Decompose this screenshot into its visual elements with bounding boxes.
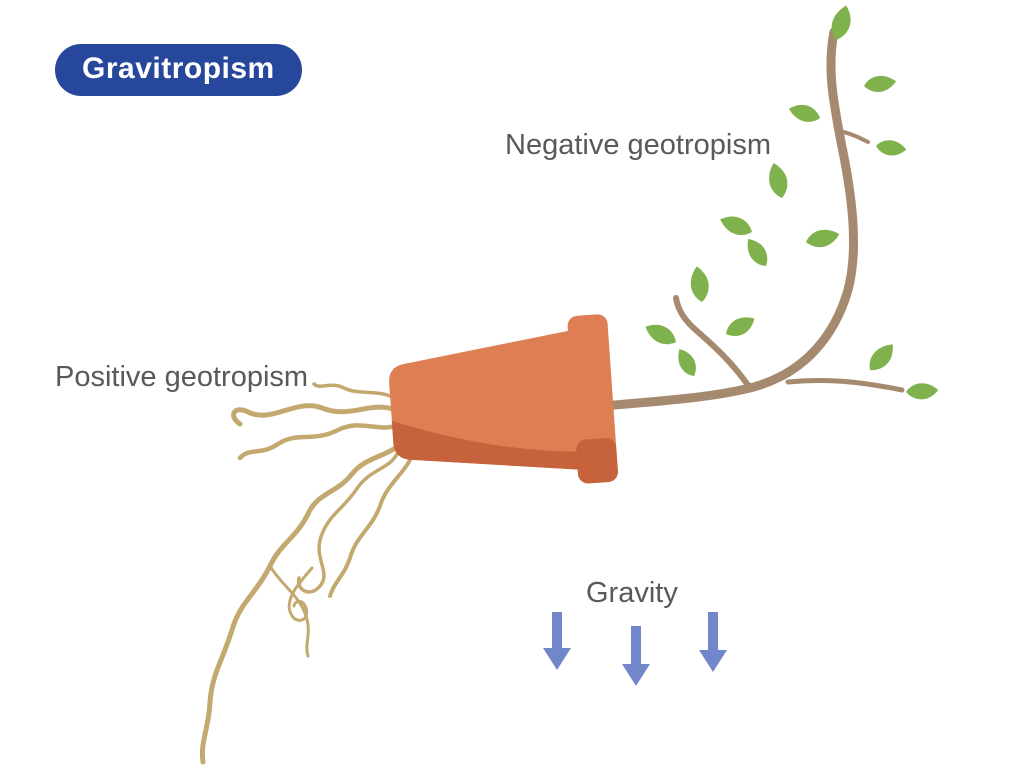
leaf-icon — [905, 381, 940, 401]
leaf-icon — [864, 338, 899, 376]
leaf-icon — [722, 311, 759, 342]
gravity-arrow-icon — [543, 612, 571, 670]
leaf-icon — [875, 139, 908, 157]
leaf-icon — [862, 73, 898, 95]
page-title: Gravitropism — [82, 52, 275, 85]
plant-stem — [555, 27, 905, 415]
root-strand — [312, 382, 400, 402]
label-positive-geotropism: Positive geotropism — [55, 361, 309, 393]
leaf-icon — [717, 211, 756, 240]
root-strand — [199, 433, 411, 765]
leaf-icon — [672, 345, 702, 380]
leaf-icon — [741, 234, 774, 271]
root-strand — [328, 442, 418, 598]
leaf-icon — [803, 225, 842, 251]
gravity-arrows — [543, 612, 727, 686]
gravity-arrow-icon — [699, 612, 727, 672]
flower-pot — [389, 314, 618, 484]
root-strand — [231, 403, 403, 427]
leaf-icon — [786, 101, 823, 126]
label-gravity: Gravity — [586, 577, 678, 609]
stem-branch — [785, 377, 905, 393]
leaf-icon — [764, 160, 792, 201]
root-strand — [268, 564, 310, 658]
root-strand — [237, 421, 405, 461]
roots — [199, 382, 418, 765]
stem-branch — [673, 295, 753, 391]
stem-main — [555, 27, 858, 415]
label-negative-geotropism: Negative geotropism — [505, 129, 771, 161]
leaves — [641, 3, 940, 401]
root-strand — [296, 450, 400, 594]
gravity-arrow-icon — [622, 626, 650, 686]
leaf-icon — [687, 264, 712, 304]
pot-rim-shadow — [576, 438, 618, 484]
leaf-icon — [641, 319, 680, 350]
pot-inner-shadow — [391, 420, 582, 470]
title-badge: Gravitropism — [55, 44, 302, 96]
stem-branch — [841, 130, 870, 144]
